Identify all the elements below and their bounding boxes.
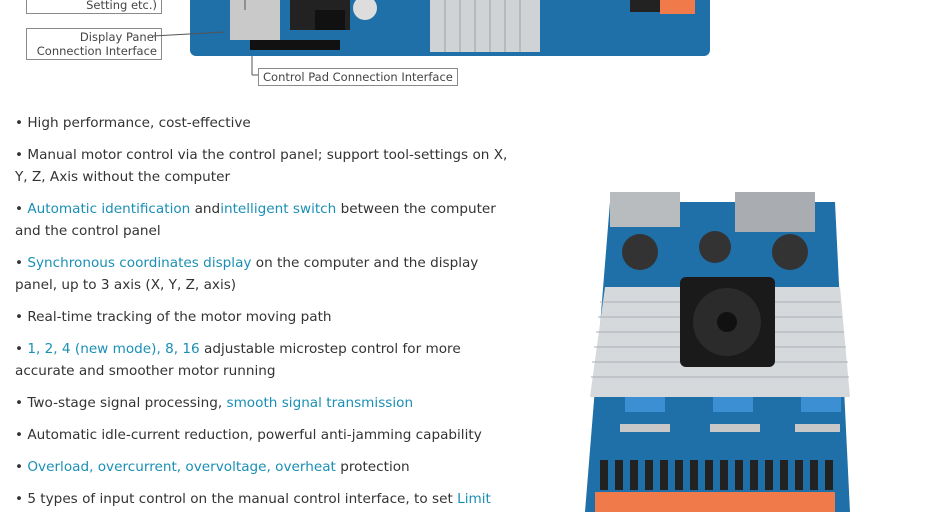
callout-display-line2: Connection Interface [36,44,157,58]
feature-text: • Automatic idle-current reduction, powe… [15,427,482,443]
feature-text: • Two-stage signal processing, [15,395,227,411]
callout-leader-lines [152,0,258,76]
callout-display-panel: Display Panel Connection Interface [26,28,162,60]
feature-text: • High performance, cost-effective [15,115,251,131]
feature-highlight: Overload, overcurrent, overvoltage, over… [27,459,336,475]
callout-setting: Setting etc.) [26,0,162,14]
feature-highlight: smooth signal transmission [226,395,414,411]
feature-item: • High performance, cost-effective [15,112,515,134]
feature-text: • Manual motor control via the control p… [15,147,508,185]
feature-highlight: intelligent switch [220,201,337,217]
feature-item: • Synchronous coordinates display on the… [15,252,515,296]
feature-text: • [15,459,28,475]
feature-item: • Automatic idle-current reduction, powe… [15,424,515,446]
feature-highlight: Limit [457,491,491,507]
feature-item: • Real-time tracking of the motor moving… [15,306,515,328]
feature-item: • Two-stage signal processing, smooth si… [15,392,515,414]
feature-text: • [15,341,28,357]
board-top-details [230,0,695,52]
feature-highlight: Automatic identification [27,201,191,217]
feature-highlight: Synchronous coordinates display [27,255,252,271]
feature-item: • 1, 2, 4 (new mode), 8, 16 adjustable m… [15,338,515,382]
feature-item: • Overload, overcurrent, overvoltage, ov… [15,456,515,478]
callout-display-line1: Display Panel [79,30,157,44]
feature-text: • Real-time tracking of the motor moving… [15,309,332,325]
stepper-driver-board-image [565,192,865,512]
feature-list: • High performance, cost-effective • Manu… [15,112,515,520]
feature-item: • Automatic identification andintelligen… [15,198,515,242]
feature-text: • 5 types of input control on the manual… [15,491,458,507]
feature-text: on the computer and the display panel, u… [15,255,479,293]
feature-text: adjustable microstep control for more ac… [15,341,461,379]
feature-item: • 5 types of input control on the manual… [15,488,515,510]
feature-text: • [15,255,28,271]
feature-item: • Manual motor control via the control p… [15,144,515,188]
feature-text: • [15,201,28,217]
controller-board-top-image [190,0,710,56]
feature-text: between the computer and the control pan… [15,201,496,239]
feature-highlight: 1, 2, 4 (new mode), 8, 16 [27,341,200,357]
feature-text: and [190,201,221,217]
feature-text: protection [335,459,410,475]
callout-control-pad: Control Pad Connection Interface [258,68,458,86]
